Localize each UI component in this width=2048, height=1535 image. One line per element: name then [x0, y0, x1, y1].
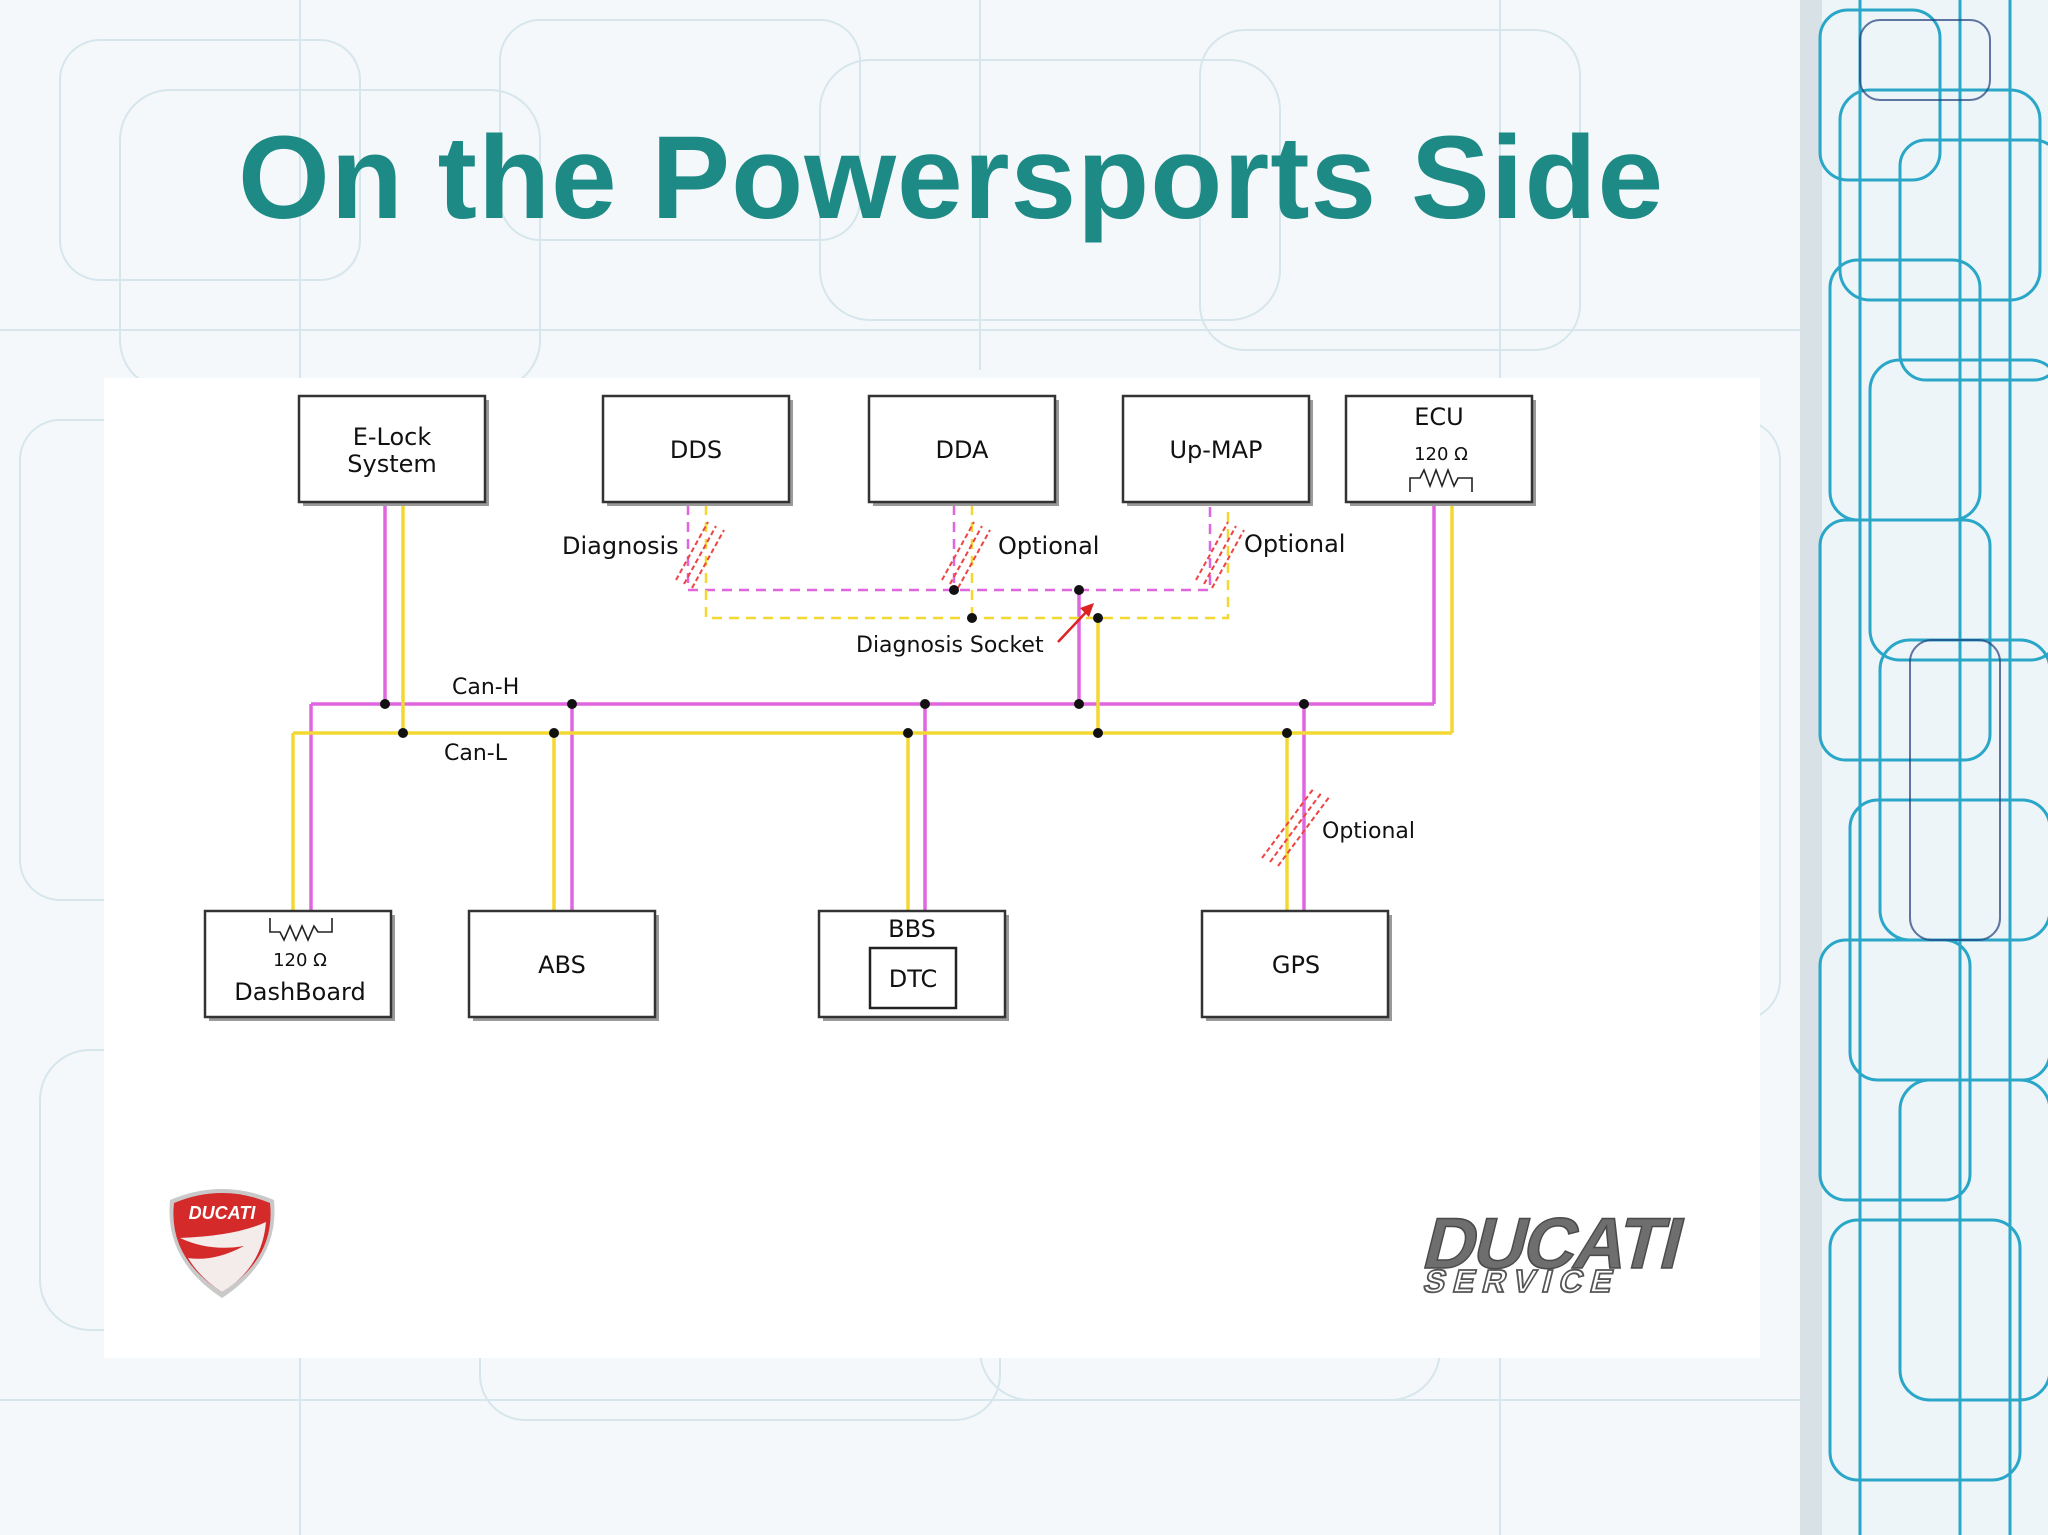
node-gps: GPS: [1200, 909, 1392, 1021]
bbs-label: BBS: [888, 915, 936, 943]
dashboard-resistor-icon: [269, 918, 333, 943]
diagnosis-socket-arrow: [1057, 603, 1094, 643]
node-elock-system: E-Lock System: [297, 394, 489, 506]
slide-title: On the Powersports Side: [238, 112, 1665, 244]
optional-label-gps: Optional: [1322, 819, 1415, 844]
dds-label: DDS: [670, 436, 722, 464]
node-bbs: BBS DTC: [817, 909, 1009, 1021]
diagram-panel: [104, 378, 1760, 1358]
can-l-wiring: [291, 505, 1454, 912]
can-h-wiring: [309, 505, 1436, 912]
node-up-map: Up-MAP: [1121, 394, 1313, 506]
node-abs: ABS: [467, 909, 659, 1021]
abs-label: ABS: [538, 951, 586, 979]
wordmark-service: SERVICE: [1420, 1263, 1625, 1298]
dashboard-resistor-label: 120 Ω: [273, 950, 327, 971]
shield-logo-text: DUCATI: [189, 1203, 257, 1223]
elock-label-line1: E-Lock: [353, 423, 432, 451]
node-dashboard: 120 Ω DashBoard: [203, 909, 395, 1021]
optional-break-marks: [675, 521, 1331, 867]
optional-label-upmap: Optional: [1244, 530, 1345, 558]
ecu-label: ECU: [1414, 403, 1464, 431]
right-edge-circuit-lines: [1818, 0, 2048, 1535]
upmap-label: Up-MAP: [1169, 436, 1262, 464]
wordmark-ducati: DUCATI: [1416, 1204, 1691, 1284]
node-ecu: ECU 120 Ω: [1344, 394, 1536, 506]
dda-label: DDA: [936, 436, 990, 464]
diagnosis-can-l-dashed: [704, 505, 1230, 620]
optional-label-dda: Optional: [998, 532, 1099, 560]
node-dda: DDA: [867, 394, 1059, 506]
ecu-resistor-icon: [1409, 467, 1473, 492]
dashboard-label: DashBoard: [234, 978, 365, 1006]
diagnosis-dashed-wiring: [686, 505, 1230, 620]
diagnosis-label: Diagnosis: [562, 532, 679, 560]
dtc-label: DTC: [889, 965, 938, 993]
elock-label-line2: System: [347, 450, 437, 478]
ecu-resistor-label: 120 Ω: [1414, 444, 1468, 465]
gps-label: GPS: [1272, 951, 1320, 979]
node-dds: DDS: [601, 394, 793, 506]
diagnosis-socket-label: Diagnosis Socket: [856, 633, 1044, 658]
diagnosis-can-h-dashed: [686, 505, 1212, 592]
ducati-service-wordmark: DUCATI SERVICE: [1415, 1203, 1691, 1300]
ducati-shield-logo: DUCATI: [169, 1189, 275, 1298]
can-l-label: Can-L: [444, 741, 508, 766]
junction-dots: [380, 585, 1309, 738]
dtc-box: [868, 946, 958, 1010]
can-h-label: Can-H: [452, 675, 519, 700]
